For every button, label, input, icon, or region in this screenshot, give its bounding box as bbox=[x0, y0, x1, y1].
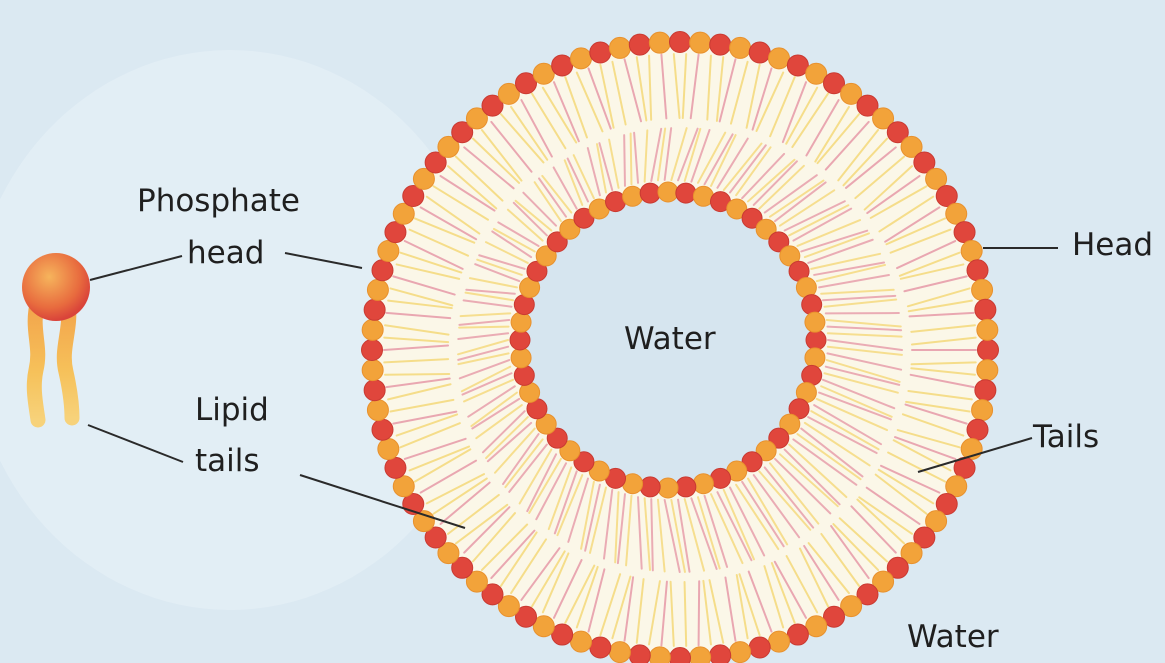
phosphate-head bbox=[393, 476, 414, 497]
phosphate-head bbox=[372, 419, 393, 440]
single-phosphate-head bbox=[22, 253, 90, 321]
label-phosphate-head-line2: head bbox=[187, 238, 264, 269]
phosphate-head bbox=[690, 32, 711, 53]
phosphate-head bbox=[787, 55, 808, 76]
phosphate-head bbox=[676, 477, 696, 497]
phosphate-head bbox=[649, 32, 670, 53]
phosphate-head bbox=[954, 222, 975, 243]
tail-strand bbox=[699, 581, 700, 645]
phosphate-head bbox=[967, 419, 988, 440]
phosphate-head bbox=[510, 330, 530, 350]
phosphate-head bbox=[511, 312, 531, 332]
phosphate-head bbox=[372, 260, 393, 281]
label-lipid-tails-line1: Lipid bbox=[195, 395, 269, 426]
phosphate-head bbox=[629, 34, 650, 55]
phosphate-head bbox=[609, 37, 630, 58]
phosphate-head bbox=[676, 183, 696, 203]
phosphate-head bbox=[364, 299, 385, 320]
label-phosphate-head-line1: Phosphate bbox=[137, 186, 300, 217]
phosphate-head bbox=[787, 624, 808, 645]
phosphate-head bbox=[649, 647, 670, 663]
phosphate-head bbox=[769, 48, 790, 69]
phosphate-head bbox=[749, 42, 770, 63]
phosphate-head bbox=[640, 477, 660, 497]
phosphate-head bbox=[552, 55, 573, 76]
label-water-outside: Water bbox=[907, 622, 999, 653]
phosphate-head bbox=[362, 360, 383, 381]
phosphate-head bbox=[972, 279, 993, 300]
phosphate-head bbox=[946, 203, 967, 224]
phosphate-head bbox=[977, 360, 998, 381]
phosphate-head bbox=[805, 348, 825, 368]
label-head: Head bbox=[1072, 230, 1153, 261]
phosphate-head bbox=[658, 478, 678, 498]
phosphate-head bbox=[769, 631, 790, 652]
phosphate-head bbox=[623, 186, 643, 206]
label-lipid-tails-line2: tails bbox=[195, 446, 260, 477]
phosphate-head bbox=[658, 182, 678, 202]
phosphate-head bbox=[710, 645, 731, 663]
label-water-inside: Water bbox=[624, 324, 716, 355]
label-tails: Tails bbox=[1033, 422, 1099, 453]
phosphate-head bbox=[670, 648, 691, 663]
phosphate-head bbox=[640, 183, 660, 203]
phosphate-head bbox=[590, 42, 611, 63]
phosphate-head bbox=[749, 637, 770, 658]
tail-strand bbox=[624, 135, 625, 186]
phosphate-head bbox=[514, 365, 534, 385]
phosphate-head bbox=[552, 624, 573, 645]
phosphate-head bbox=[978, 340, 999, 361]
phosphate-head bbox=[609, 642, 630, 663]
single-tail-left bbox=[34, 300, 38, 420]
tail-strand bbox=[631, 134, 632, 185]
phosphate-head bbox=[730, 642, 751, 663]
phosphate-head bbox=[367, 279, 388, 300]
phosphate-head bbox=[693, 474, 713, 494]
phosphate-head bbox=[975, 299, 996, 320]
phosphate-head bbox=[364, 380, 385, 401]
phosphate-head bbox=[590, 637, 611, 658]
phosphate-head bbox=[570, 631, 591, 652]
phosphate-head bbox=[367, 400, 388, 421]
phosphate-head bbox=[670, 32, 691, 53]
phosphate-head bbox=[710, 34, 731, 55]
phosphate-head bbox=[629, 645, 650, 663]
phosphate-head bbox=[385, 457, 406, 478]
phosphate-head bbox=[385, 222, 406, 243]
phosphate-head bbox=[570, 48, 591, 69]
phosphate-head bbox=[805, 312, 825, 332]
phosphate-head bbox=[690, 647, 711, 663]
phosphate-head bbox=[806, 616, 827, 637]
phosphate-head bbox=[802, 295, 822, 315]
tail-strand bbox=[385, 374, 449, 375]
phosphate-head bbox=[511, 348, 531, 368]
phosphate-head bbox=[975, 380, 996, 401]
phosphate-head bbox=[362, 340, 383, 361]
phosphate-head bbox=[977, 319, 998, 340]
tail-strand bbox=[459, 327, 508, 328]
phosphate-head bbox=[806, 330, 826, 350]
phosphate-head bbox=[972, 400, 993, 421]
phosphate-head bbox=[362, 319, 383, 340]
phosphate-head bbox=[378, 240, 399, 261]
phosphate-head bbox=[378, 439, 399, 460]
phosphate-head bbox=[730, 37, 751, 58]
phosphate-head bbox=[533, 63, 554, 84]
phosphate-head bbox=[967, 260, 988, 281]
phosphate-head bbox=[961, 240, 982, 261]
